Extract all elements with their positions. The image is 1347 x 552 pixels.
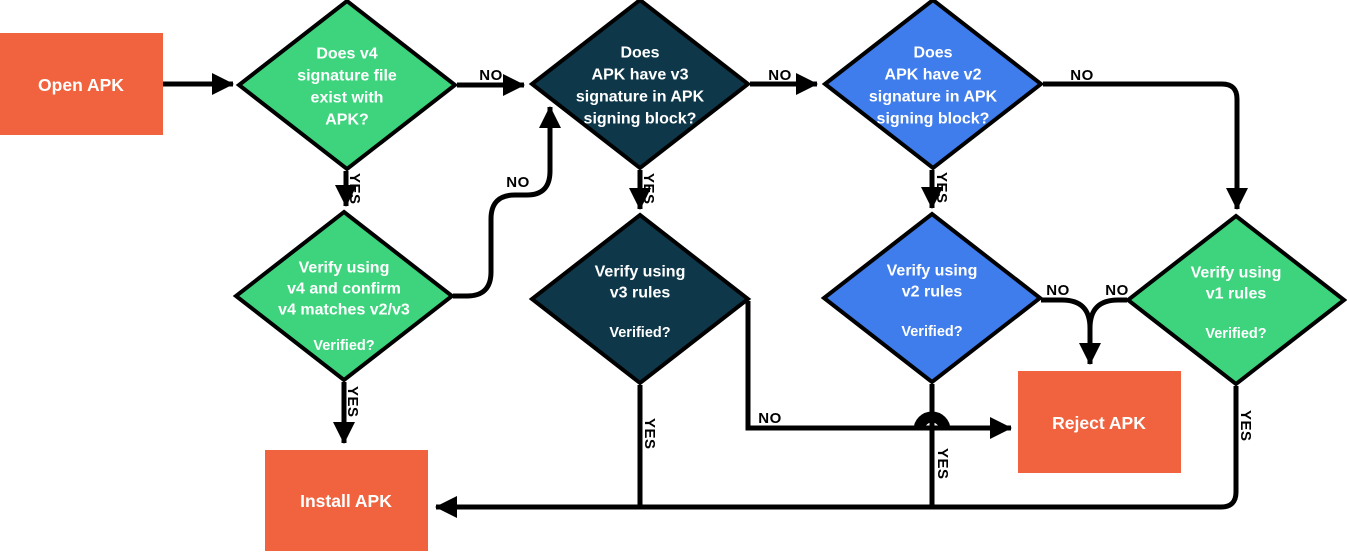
reject-apk-box <box>1018 371 1181 473</box>
node-install-apk: Install APK <box>265 450 428 551</box>
verify-v2-line2: v2 rules <box>902 284 963 301</box>
verify-v1-line1: Verify using <box>1191 265 1282 282</box>
label-verifyv2-yes: YES <box>934 448 951 480</box>
edge-verifyv1-yes-to-install <box>435 386 1239 518</box>
question-v4-line2: signature file <box>297 68 397 85</box>
verify-v1-question: Verified? <box>1205 326 1266 342</box>
label-verifyv3-yes: YES <box>641 418 658 450</box>
question-v4-line4: APK? <box>325 112 369 129</box>
question-v4-line3: exist with <box>311 90 384 107</box>
label-verifyv4-no: NO <box>506 174 530 191</box>
question-v2-diamond <box>821 0 1045 171</box>
question-v2-line1: Does <box>913 45 952 62</box>
label-verifyv1-yes: YES <box>1237 410 1254 442</box>
node-question-v2: Does APK have v2 signature in APK signin… <box>821 0 1045 171</box>
edges <box>163 73 1248 518</box>
question-v3-line2: APK have v3 <box>592 67 689 84</box>
question-v3-line1: Does <box>620 45 659 62</box>
node-verify-v3: Verify using v3 rules Verified? <box>528 212 752 386</box>
label-qv2-yes: YES <box>933 172 950 204</box>
verify-v3-diamond <box>528 212 752 386</box>
node-question-v4: Does v4 signature file exist with APK? <box>235 0 459 172</box>
label-verifyv3-no: NO <box>758 410 782 427</box>
install-apk-box <box>265 450 428 551</box>
node-verify-v4: Verify using v4 and confirm v4 matches v… <box>232 209 456 383</box>
open-apk-label: Open APK <box>38 75 124 95</box>
node-question-v3: Does APK have v3 signature in APK signin… <box>528 0 752 171</box>
verify-v2-question: Verified? <box>901 324 962 340</box>
verify-v3-line2: v3 rules <box>610 285 671 302</box>
edge-verifyv4-no <box>453 106 561 299</box>
verify-v3-line1: Verify using <box>595 264 686 281</box>
label-qv2-no: NO <box>1070 67 1094 84</box>
question-v3-line4: signing block? <box>584 111 697 128</box>
question-v3-line3: signature in APK <box>576 89 705 106</box>
verify-v1-diamond <box>1124 213 1347 387</box>
label-verifyv2-no: NO <box>1046 282 1070 299</box>
label-qv3-no: NO <box>768 67 792 84</box>
install-apk-label: Install APK <box>300 491 392 511</box>
verify-v4-diamond <box>232 209 456 383</box>
label-verifyv1-no: NO <box>1105 282 1129 299</box>
label-verifyv4-yes: YES <box>344 386 361 418</box>
label-qv4-yes: YES <box>346 173 363 205</box>
label-qv3-yes: YES <box>640 173 657 205</box>
verify-v4-line1: Verify using <box>299 260 390 277</box>
label-qv4-no: NO <box>479 67 503 84</box>
edge-verifyv2-no <box>1041 297 1101 365</box>
node-open-apk: Open APK <box>0 33 163 135</box>
line-hop <box>913 411 951 431</box>
verify-v4-line3: v4 matches v2/v3 <box>278 302 410 319</box>
question-v4-line1: Does v4 <box>316 46 377 63</box>
question-v2-line3: signature in APK <box>869 89 998 106</box>
verify-v2-line1: Verify using <box>887 263 978 280</box>
edge-verifyv1-no <box>1087 297 1127 329</box>
question-v3-diamond <box>528 0 752 171</box>
question-v2-line4: signing block? <box>877 111 990 128</box>
node-reject-apk: Reject APK <box>1018 371 1181 473</box>
question-v2-line2: APK have v2 <box>885 67 982 84</box>
edge-qv2-no <box>1043 81 1248 210</box>
reject-apk-label: Reject APK <box>1052 413 1146 433</box>
verify-v3-question: Verified? <box>609 325 670 341</box>
verify-v2-diamond <box>820 211 1044 385</box>
open-apk-box <box>0 33 163 135</box>
verify-v1-line2: v1 rules <box>1206 286 1267 303</box>
question-v4-diamond <box>235 0 459 172</box>
node-verify-v2: Verify using v2 rules Verified? <box>820 211 1044 385</box>
verify-v4-line2: v4 and confirm <box>287 281 401 298</box>
node-verify-v1: Verify using v1 rules Verified? <box>1124 213 1347 387</box>
edge-labels: NO NO NO NO NO NO NO YES YES YES YES YES… <box>344 67 1254 480</box>
verify-v4-question: Verified? <box>313 338 374 354</box>
